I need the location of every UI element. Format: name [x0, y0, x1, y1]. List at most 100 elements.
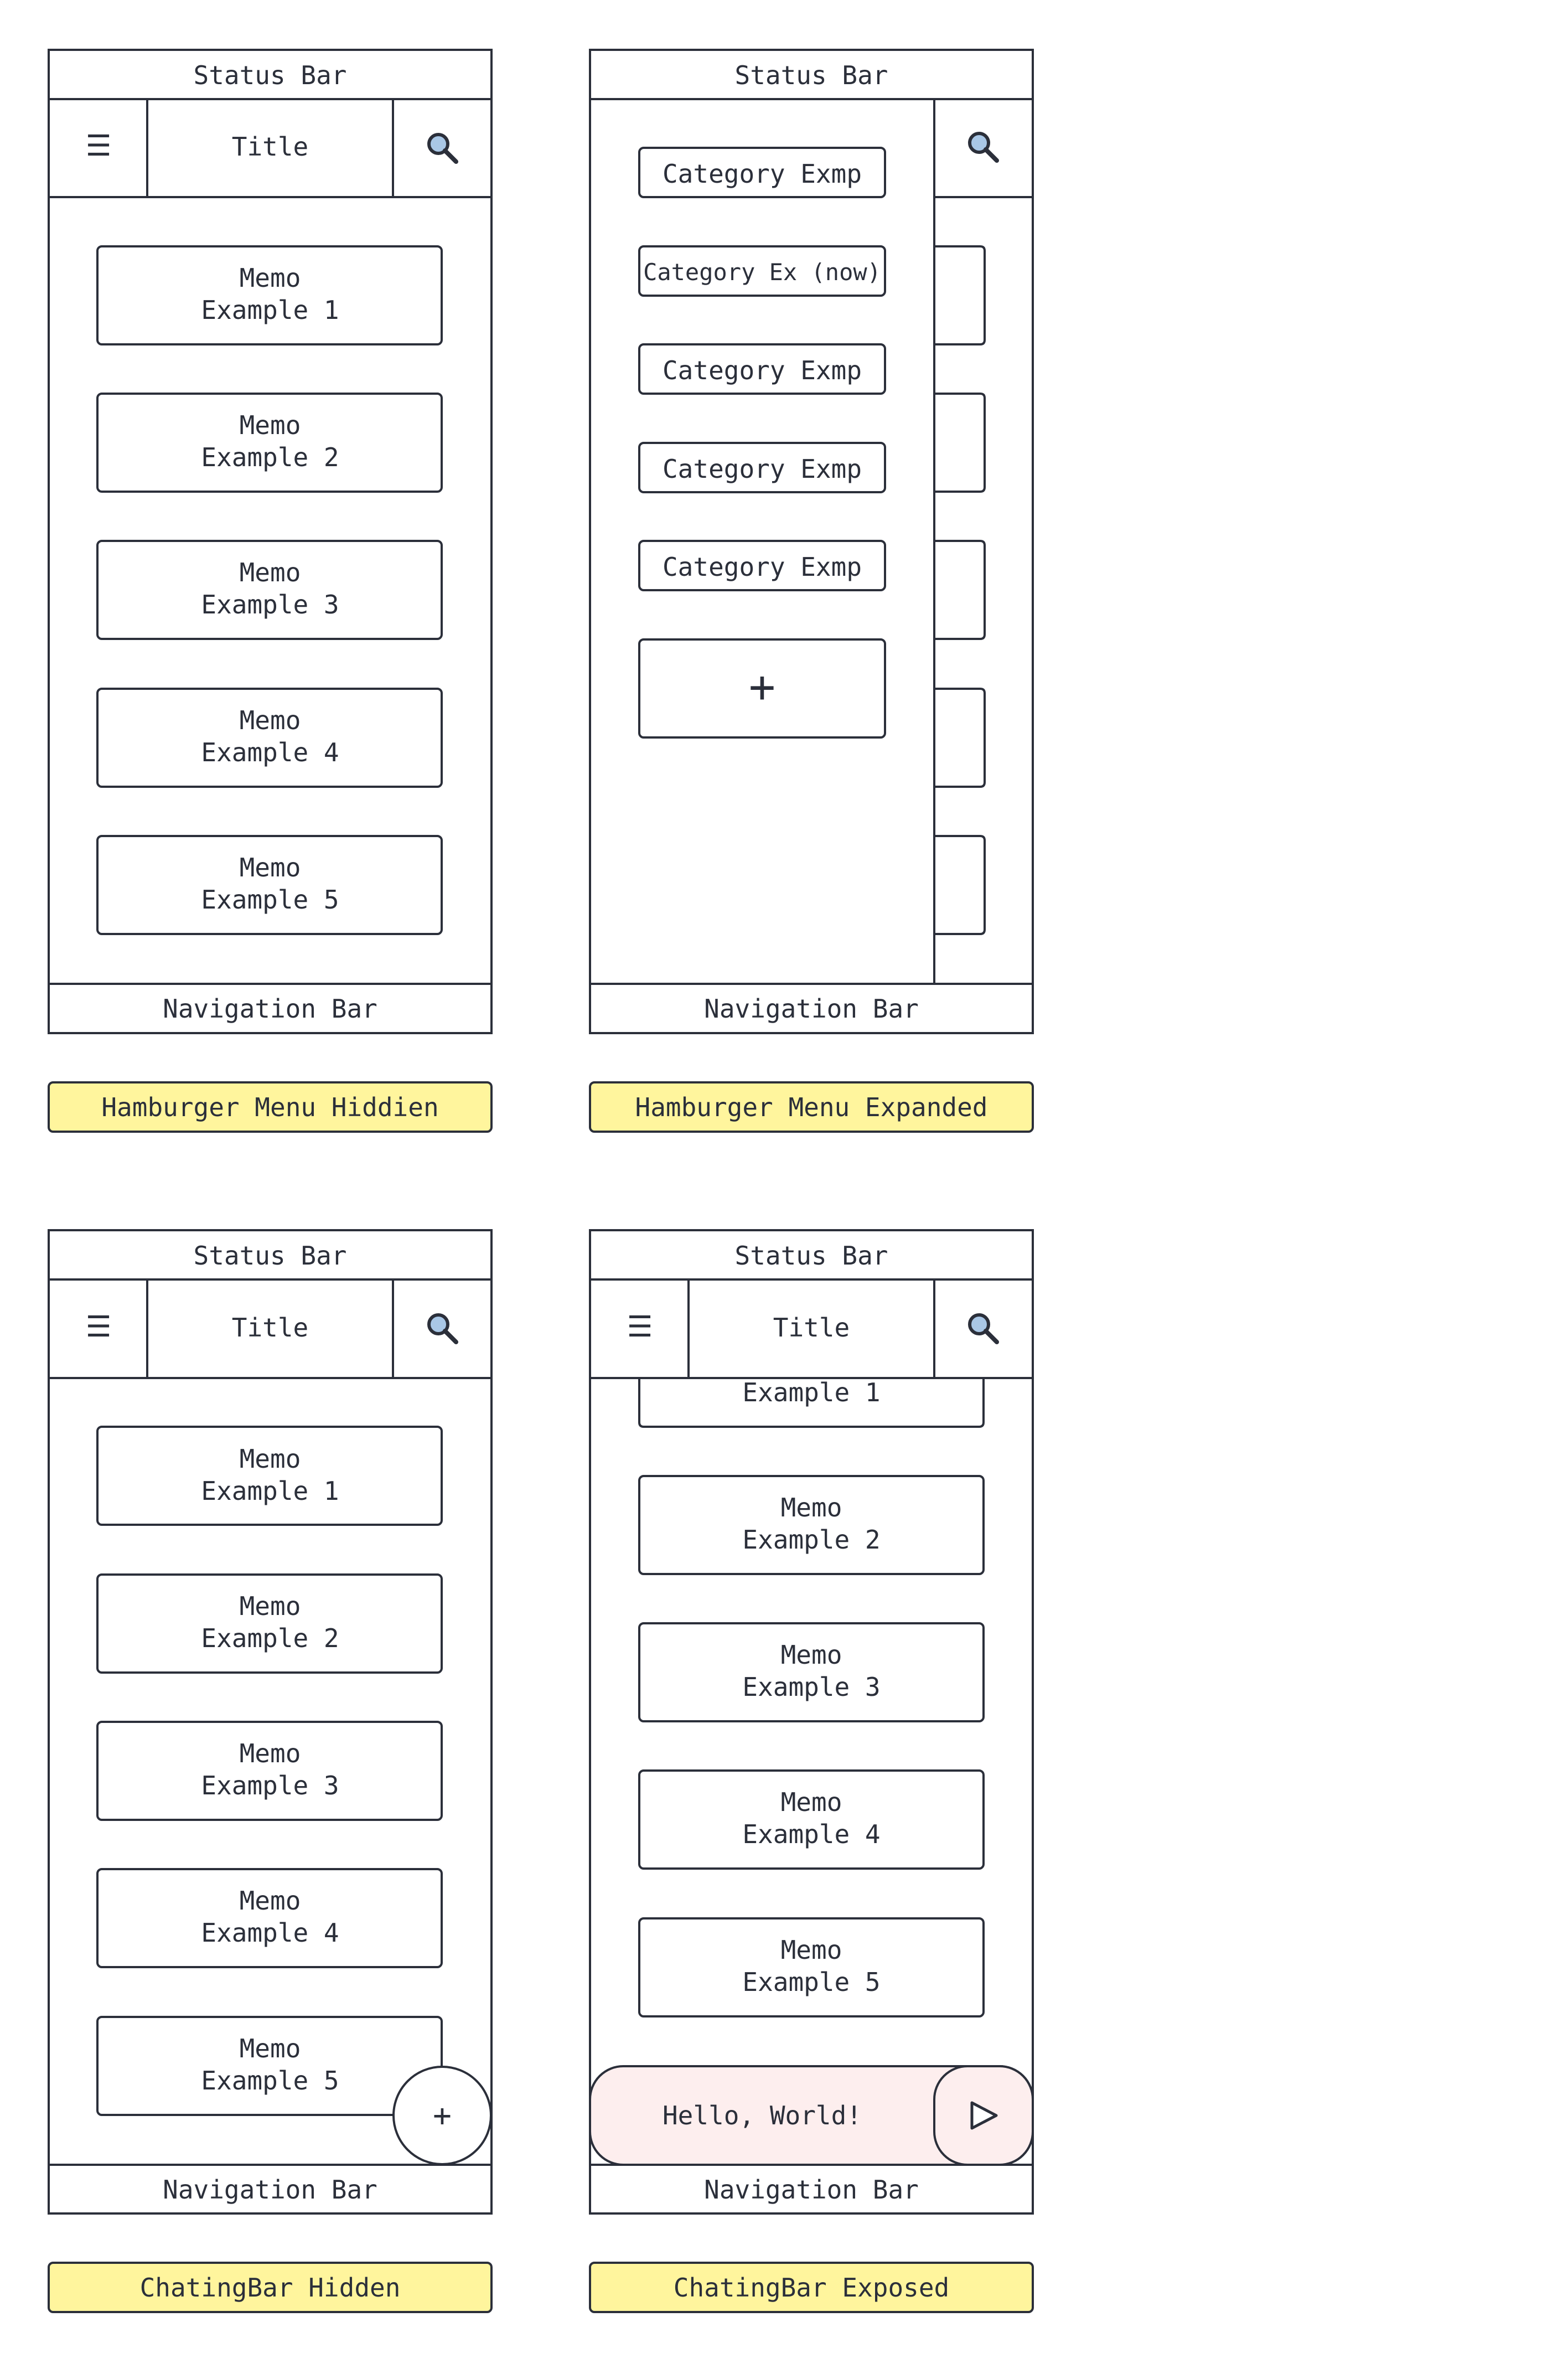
memo-card[interactable] [638, 1622, 985, 1722]
memo-card[interactable] [638, 1769, 985, 1870]
chat-input[interactable]: Hello, World! [663, 2101, 862, 2130]
memo-card[interactable] [96, 1426, 443, 1526]
memo-line2: Example 1 [201, 1476, 339, 1506]
screen-menu-expanded-text: Status Bar Category Exmp Category Ex (no… [643, 60, 919, 1024]
send-icon [970, 2101, 998, 2130]
category-label: Category Exmp [663, 159, 862, 189]
memo-line2: Example 3 [201, 590, 339, 620]
category-label: Category Exmp [663, 355, 862, 385]
memo-line2: Example 2 [201, 442, 339, 472]
memo-line1: Memo [240, 558, 301, 587]
category-item[interactable] [638, 343, 886, 395]
screen-menu-hidden-text: Status Bar ☰ Title Memo Example 1 Memo E… [86, 60, 377, 1024]
memo-line1: Memo [781, 1935, 842, 1965]
memo-line2: Example 3 [201, 1771, 339, 1800]
status-bar-label: Status Bar [735, 60, 888, 90]
title-label: Title [232, 132, 308, 162]
category-label: Category Exmp [663, 454, 862, 484]
caption-label: Hamburger Menu Hiddien [101, 1092, 438, 1122]
memo-line2: Example 5 [201, 2066, 339, 2096]
memo-card-peek [934, 393, 986, 493]
caption-box [48, 2262, 493, 2313]
memo-line2: Example 4 [201, 737, 339, 767]
category-label: Category Exmp [663, 552, 862, 582]
caption-label: Hamburger Menu Expanded [635, 1092, 988, 1122]
memo-line1: Memo [240, 263, 301, 293]
memo-line1: Memo [240, 853, 301, 883]
memo-line1: Memo [240, 705, 301, 735]
navigation-bar-label: Navigation Bar [704, 2175, 919, 2205]
hamburger-menu-icon[interactable]: ☰ [86, 130, 112, 163]
title-label: Title [232, 1313, 308, 1343]
memo-card[interactable] [96, 540, 443, 640]
memo-card-partial[interactable] [638, 1378, 985, 1428]
status-bar-label: Status Bar [735, 1241, 888, 1271]
category-label: Category Ex (now) [643, 259, 881, 286]
memo-card[interactable] [96, 688, 443, 788]
memo-card-peek [934, 835, 986, 935]
memo-line1: Memo [240, 1591, 301, 1621]
memo-line2: Example 5 [742, 1967, 880, 1997]
memo-card[interactable] [638, 1475, 985, 1575]
memo-line2: Example 4 [201, 1918, 339, 1948]
screen-chat-hidden [48, 1229, 493, 2215]
memo-line2: Example 5 [201, 885, 339, 915]
memo-line2: Example 1 [742, 1377, 880, 1407]
navigation-bar-label: Navigation Bar [163, 2175, 377, 2205]
plus-icon: + [749, 661, 775, 713]
screen-chat-hidden-text: Status Bar ☰ Title Memo Example 1 Memo E… [86, 1241, 452, 2205]
add-category-button[interactable] [638, 638, 886, 739]
memo-card[interactable] [96, 1573, 443, 1674]
plus-icon: + [433, 2098, 452, 2134]
category-item[interactable] [638, 147, 886, 198]
status-bar-label: Status Bar [194, 60, 347, 90]
memo-card[interactable] [96, 393, 443, 493]
hamburger-menu-icon[interactable]: ☰ [627, 1310, 653, 1344]
caption-box [589, 1081, 1034, 1133]
screen-menu-hidden [48, 49, 493, 1034]
caption-label: ChatingBar Exposed [674, 2273, 950, 2303]
memo-card[interactable] [96, 1868, 443, 1968]
caption-box [48, 1081, 493, 1133]
memo-line2: Example 3 [742, 1672, 880, 1702]
memo-line2: Example 4 [742, 1819, 880, 1849]
memo-card-peek [934, 688, 986, 788]
memo-card[interactable] [96, 835, 443, 935]
category-item[interactable] [638, 442, 886, 493]
search-icon[interactable] [429, 135, 456, 162]
navigation-bar-label: Navigation Bar [704, 994, 919, 1024]
memo-card[interactable] [96, 245, 443, 345]
floating-add-button[interactable] [392, 2066, 492, 2165]
memo-line1: Memo [240, 1886, 301, 1916]
memo-card-peek [934, 245, 986, 345]
hamburger-menu-icon[interactable]: ☰ [86, 1310, 112, 1344]
screen-chat-exposed-text: Status Bar ☰ Title Example 1 Memo Exampl… [627, 1241, 919, 2205]
memo-line1: Memo [781, 1787, 842, 1817]
memo-line1: Memo [240, 1738, 301, 1768]
navigation-bar-label: Navigation Bar [163, 994, 377, 1024]
memo-line1: Memo [240, 2034, 301, 2063]
caption-label: ChatingBar Hidden [140, 2273, 401, 2303]
memo-line1: Memo [781, 1640, 842, 1670]
memo-line2: Example 2 [742, 1525, 880, 1555]
memo-card-peek [934, 540, 986, 640]
memo-card[interactable] [96, 1721, 443, 1821]
memo-line1: Memo [240, 410, 301, 440]
caption-box [589, 2262, 1034, 2313]
memo-line2: Example 2 [201, 1623, 339, 1653]
memo-line2: Example 1 [201, 295, 339, 325]
category-item-current[interactable] [638, 245, 886, 297]
search-icon[interactable] [429, 1315, 456, 1342]
search-icon[interactable] [970, 1315, 997, 1342]
phone-frame [589, 49, 1034, 1034]
memo-card[interactable] [638, 1917, 985, 2017]
screen-menu-expanded [589, 49, 1034, 1034]
status-bar-label: Status Bar [194, 1241, 347, 1271]
phone-frame [589, 1229, 1034, 2215]
category-item[interactable] [638, 540, 886, 591]
phone-frame [48, 1229, 493, 2215]
search-icon[interactable] [970, 133, 997, 161]
memo-line1: Memo [781, 1493, 842, 1523]
phone-frame [48, 49, 493, 1034]
